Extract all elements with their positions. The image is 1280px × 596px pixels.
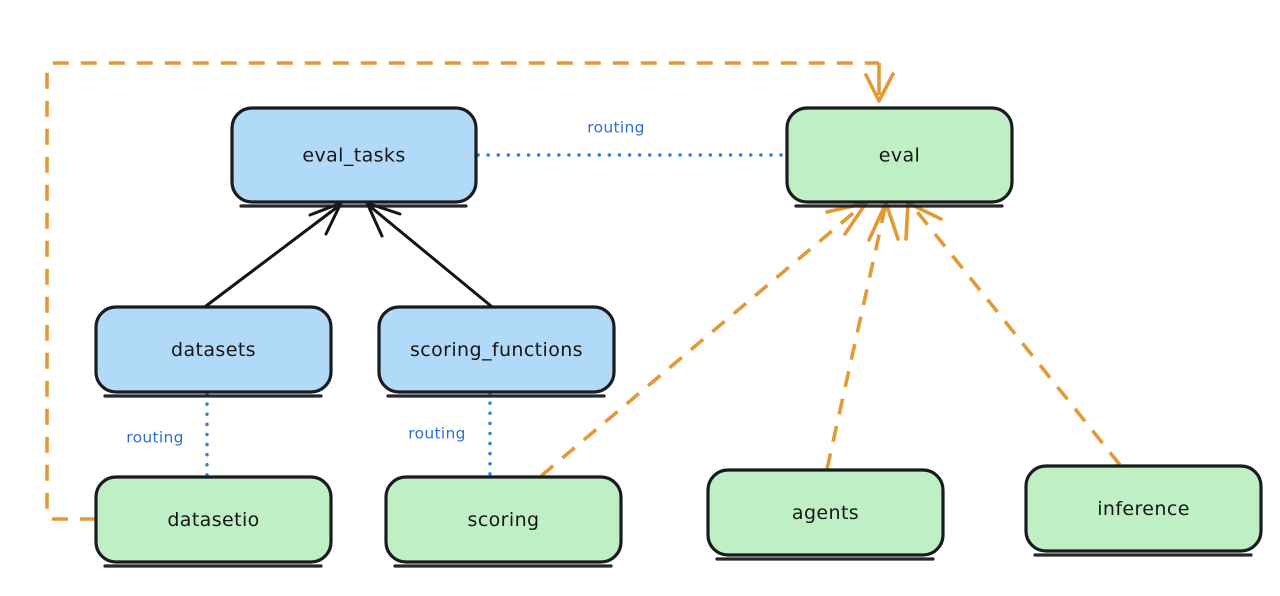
node-datasetio[interactable]: datasetio bbox=[94, 475, 333, 568]
node-layer: eval_tasks eval datasets scoring_functio… bbox=[94, 106, 1263, 568]
node-eval-box[interactable] bbox=[785, 106, 1014, 204]
node-datasets-box[interactable] bbox=[94, 305, 333, 394]
arrowhead-eval-top bbox=[864, 72, 895, 103]
edge-inference-to-eval-line bbox=[913, 207, 1122, 467]
node-scoring-functions[interactable]: scoring_functions bbox=[377, 305, 616, 398]
node-datasetio-box[interactable] bbox=[94, 475, 333, 564]
node-eval-label: eval bbox=[879, 145, 920, 167]
node-eval-tasks[interactable]: eval_tasks bbox=[230, 106, 478, 208]
node-datasetio-label: datasetio bbox=[167, 509, 259, 531]
node-scoring-functions-box[interactable] bbox=[377, 305, 616, 394]
node-scoring-functions-label: scoring_functions bbox=[410, 339, 583, 361]
node-scoring[interactable]: scoring bbox=[384, 475, 623, 568]
edge-layer: routing routing routing bbox=[45, 61, 1122, 521]
edge-agents-to-eval bbox=[825, 201, 900, 470]
node-agents-label: agents bbox=[792, 502, 859, 524]
edge-inference-to-eval bbox=[904, 201, 1122, 467]
node-eval-tasks-box[interactable] bbox=[230, 106, 478, 204]
edge-datasets-to-eval-tasks-line bbox=[204, 206, 338, 308]
edge-agents-to-eval-line bbox=[825, 207, 887, 470]
node-agents-box[interactable] bbox=[706, 468, 945, 557]
edge-datasetio-to-eval-line bbox=[45, 61, 879, 521]
edge-eval-tasks-to-eval: routing bbox=[476, 119, 788, 157]
node-eval-tasks-label: eval_tasks bbox=[302, 145, 405, 167]
node-inference[interactable]: inference bbox=[1024, 464, 1263, 557]
node-scoring-label: scoring bbox=[468, 509, 540, 531]
node-inference-label: inference bbox=[1097, 498, 1190, 520]
node-inference-box[interactable] bbox=[1024, 464, 1263, 553]
edge-datasets-to-eval-tasks bbox=[204, 201, 343, 308]
edge-scoring-to-eval-line bbox=[539, 207, 860, 478]
edge-datasets-to-datasetio: routing bbox=[126, 392, 209, 479]
edge-label-routing-datasets: routing bbox=[126, 429, 184, 447]
edge-scoring-functions-to-eval-tasks-line bbox=[370, 206, 493, 308]
edge-datasetio-to-eval bbox=[45, 61, 895, 521]
edge-label-routing-eval-tasks: routing bbox=[587, 119, 645, 137]
node-eval[interactable]: eval bbox=[785, 106, 1014, 208]
edge-scoring-functions-to-scoring: routing bbox=[408, 391, 492, 479]
edge-scoring-functions-to-eval-tasks bbox=[365, 201, 493, 308]
edge-label-routing-scoring-functions: routing bbox=[408, 425, 466, 443]
node-scoring-box[interactable] bbox=[384, 475, 623, 564]
node-datasets-label: datasets bbox=[171, 339, 256, 361]
node-datasets[interactable]: datasets bbox=[94, 305, 333, 398]
node-agents[interactable]: agents bbox=[706, 468, 945, 561]
